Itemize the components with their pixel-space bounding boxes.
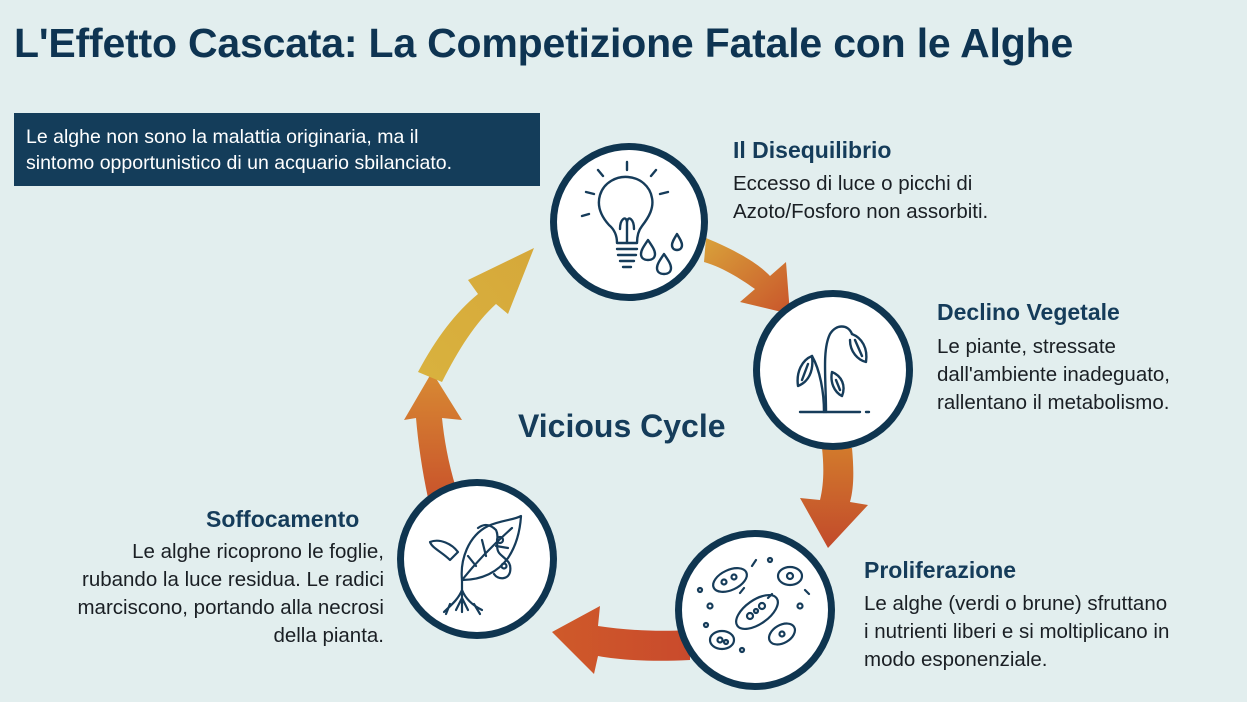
covered-leaf-roots-icon [428,514,523,616]
cycle-arrow-3 [552,606,690,674]
step-1-line: Eccesso di luce o picchi di [733,172,973,195]
step-3-node [675,530,835,690]
callout-line: Le alghe non sono la malattia originaria… [26,126,419,148]
step-3-line: modo esponenziale. [864,648,1048,671]
step-2-line: Le piante, stressate [937,335,1116,358]
step-2-description: Le piante, stressate dall'ambiente inade… [937,333,1170,417]
step-1-title: Il Disequilibrio [733,137,892,163]
step-1-line: Azoto/Fosforo non assorbiti. [733,200,989,223]
step-2-line: dall'ambiente inadeguato, [937,363,1171,386]
step-3-title: Proliferazione [864,557,1017,583]
cycle-arrow-4 [404,372,462,498]
wilting-plant-icon [796,325,871,414]
callout-line: sintomo opportunistico di un acquario sb… [26,152,453,174]
step-2-line: rallentano il metabolismo. [937,391,1170,414]
step-4-line: Le alghe ricoprono le foglie, [132,540,384,563]
step-2-title: Declino Vegetale [937,299,1120,325]
lightbulb-drops-icon [580,160,684,276]
cycle-center-label: Vicious Cycle [518,408,726,444]
step-4-line: marciscono, portando alla necrosi [77,596,384,619]
cycle-arrow-1 [704,238,790,314]
step-4-title: Soffocamento [206,506,360,532]
step-4-line: rubando la luce residua. Le radici [82,568,384,591]
page-title: L'Effetto Cascata: La Competizione Fatal… [14,20,1074,66]
step-1-description: Eccesso di luce o picchi di Azoto/Fosfor… [733,170,988,226]
step-3-line: Le alghe (verdi o brune) sfruttano [864,592,1168,615]
step-2-node [753,290,913,450]
algae-cells-icon [696,556,811,654]
step-1-node [550,143,708,301]
step-3-description: Le alghe (verdi o brune) sfruttano i nut… [864,590,1169,674]
cycle-arrow-5 [418,248,534,382]
cycle-arrow-2 [800,448,868,548]
step-4-description: Le alghe ricoprono le foglie, rubando la… [77,538,384,650]
step-4-line: della pianta. [273,624,384,647]
intro-callout: Le alghe non sono la malattia originaria… [14,113,540,186]
step-3-line: i nutrienti liberi e si moltiplicano in [864,620,1170,643]
step-4-node [397,479,557,639]
